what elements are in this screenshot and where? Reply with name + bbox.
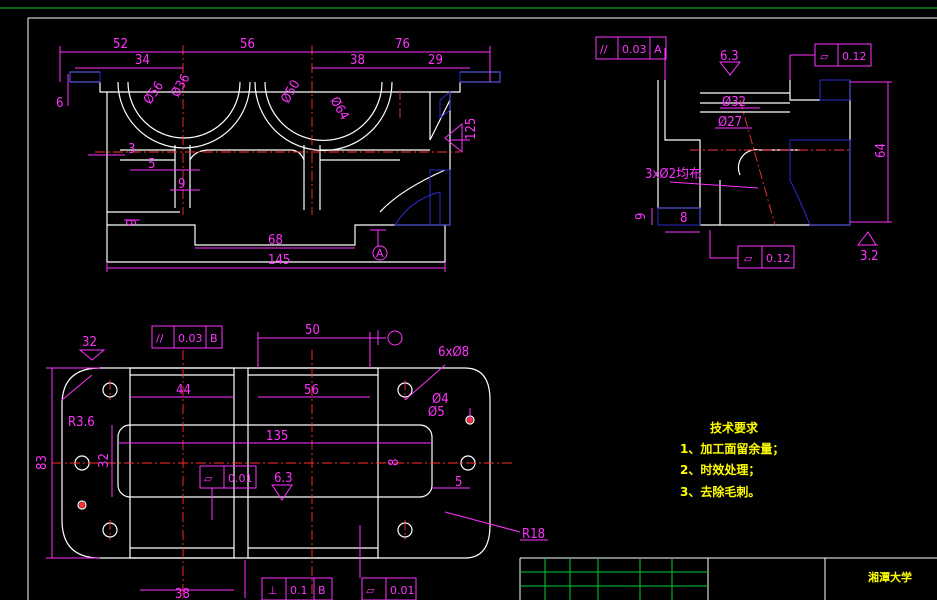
dim-29: 29 [428, 53, 443, 68]
top-view [46, 330, 548, 598]
roughness-6-3-top: 6.3 [274, 471, 293, 486]
center-slot [117, 424, 433, 498]
svg-text:B: B [318, 584, 326, 597]
dim-dia64: Ø64 [327, 95, 352, 123]
svg-text://: // [156, 332, 164, 345]
fcf-flatness-bottom-top-view [361, 577, 417, 600]
dim-3xdia2: 3xØ2均布 [645, 167, 702, 182]
datum-a-circle [372, 245, 388, 261]
dim-34: 34 [135, 53, 150, 68]
roughness-6-3: 6.3 [720, 49, 739, 64]
svg-text:0.12: 0.12 [842, 50, 867, 63]
dim-52: 52 [113, 37, 128, 52]
dim-6: 6 [56, 96, 63, 111]
svg-text:▱: ▱ [204, 472, 213, 485]
dim-dia56: Ø56 [141, 79, 167, 107]
fcf-flatness-mid [199, 465, 257, 489]
dim-50: 50 [305, 323, 320, 338]
dim-dia32: Ø32 [722, 95, 746, 110]
dim-3: 3 [128, 142, 135, 157]
side-view [651, 48, 892, 259]
dim-135: 135 [266, 429, 288, 444]
title-block: 湘潭大学 [519, 557, 937, 600]
dim-8: 8 [680, 211, 687, 226]
bore-arc-left [117, 81, 251, 149]
dim-6xdia8: 6xØ8 [438, 345, 469, 360]
svg-text:0.01: 0.01 [228, 472, 253, 485]
svg-text:A: A [654, 43, 662, 56]
tech-req-item-1: 1、加工面留余量； [680, 441, 784, 456]
fcf-parallel-b [151, 325, 223, 349]
dim-5: 5 [148, 157, 155, 172]
svg-text:0.12: 0.12 [766, 252, 791, 265]
dim-38: 38 [350, 53, 365, 68]
svg-text:0.03: 0.03 [178, 332, 203, 345]
svg-text:▱: ▱ [366, 584, 375, 597]
svg-text:⊥: ⊥ [268, 584, 278, 597]
school-name: 湘潭大学 [868, 570, 912, 584]
roughness-32: 32 [82, 335, 97, 350]
dim-9b: 9 [125, 219, 140, 226]
roughness-3-2: 3.2 [860, 249, 879, 264]
front-view-labels: 52 34 56 76 38 29 Ø36 Ø56 Ø50 Ø64 6 3 5 … [56, 37, 479, 268]
roughness-symbol [444, 122, 463, 154]
tech-req-title: 技术要求 [710, 420, 759, 435]
dim-125: 125 [464, 118, 479, 140]
side-view-labels: // 0.03 A ▱ 0.12 ▱ 0.12 6.3 Ø32 Ø27 3xØ2… [595, 36, 889, 269]
dim-dia5: Ø5 [428, 405, 445, 420]
dim-9: 9 [634, 213, 649, 220]
dim-8: 8 [387, 459, 402, 466]
dim-76: 76 [395, 37, 410, 52]
dim-5-top: 5 [455, 475, 462, 490]
dim-145: 145 [268, 253, 290, 268]
front-view [59, 45, 501, 272]
fcf-parallel-a [595, 36, 667, 60]
dim-r18: R18 [522, 527, 545, 542]
dim-56-top: 56 [304, 383, 319, 398]
dim-9a: 9 [178, 177, 185, 192]
dim-dia27: Ø27 [718, 115, 742, 130]
svg-text://: // [600, 43, 608, 56]
dim-dia36: Ø36 [168, 72, 193, 100]
fcf-flatness-top [814, 43, 872, 67]
svg-text:0.03: 0.03 [622, 43, 647, 56]
dim-32: 32 [97, 453, 112, 468]
sheet-frame [0, 7, 937, 600]
svg-text:B: B [210, 332, 218, 345]
svg-text:▱: ▱ [744, 252, 753, 265]
dim-56: 56 [240, 37, 255, 52]
tech-req-item-2: 2、时效处理； [680, 462, 760, 477]
dim-64: 64 [874, 143, 889, 158]
fcf-flatness-bottom [737, 245, 795, 269]
dim-83: 83 [35, 455, 50, 470]
dim-38-top: 38 [175, 587, 190, 600]
svg-text:0.1: 0.1 [290, 584, 308, 597]
svg-text:0.01: 0.01 [390, 584, 415, 597]
dim-r3-6: R3.6 [68, 415, 95, 430]
dim-dia4: Ø4 [432, 392, 449, 407]
datum-a-label: A [376, 247, 384, 260]
fcf-perpendicular-b [261, 577, 333, 600]
dim-44: 44 [176, 383, 191, 398]
svg-text:▱: ▱ [820, 50, 829, 63]
dim-68: 68 [268, 233, 283, 248]
tech-requirements: 技术要求 1、加工面留余量； 2、时效处理； 3、去除毛刺。 [680, 420, 784, 499]
tech-req-item-3: 3、去除毛刺。 [680, 484, 760, 499]
top-view-labels: // 0.03 B ▱ 0.01 ⊥ 0.1 B ▱ 0.01 50 6xØ8 … [35, 323, 545, 600]
